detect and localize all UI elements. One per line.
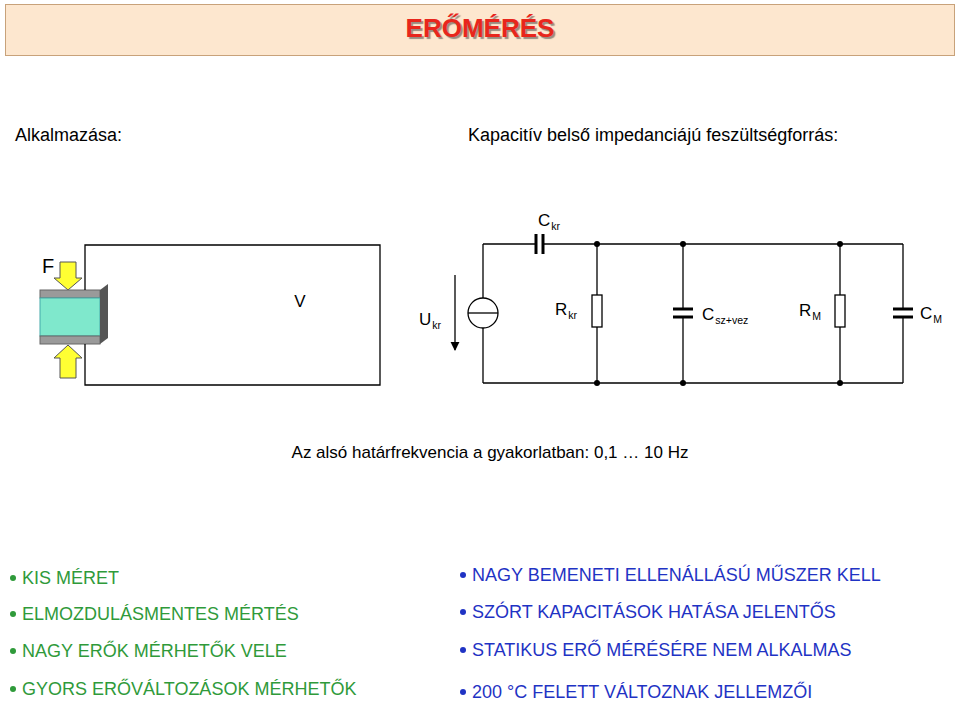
equivalent-circuit — [455, 234, 913, 386]
bullet-dot — [460, 647, 466, 653]
slide-title: ERŐMÉRÉS — [406, 14, 555, 44]
resistor-label: RM — [799, 301, 821, 322]
bullet-dot — [460, 689, 466, 695]
bullet-dot — [10, 648, 16, 654]
bullet-dot — [460, 609, 466, 615]
heading-label: Kapacitív belső impedanciájú feszültségf… — [468, 125, 838, 146]
note: Az alsó határfrekvencia a gyakorlatban: … — [292, 443, 689, 463]
heading-label: Alkalmazása: — [15, 125, 122, 146]
advantage-item: GYORS ERŐVÁLTOZÁSOK MÉRHETŐK — [22, 679, 356, 700]
bullet-dot — [10, 686, 16, 692]
drawback-item: STATIKUS ERŐ MÉRÉSÉRE NEM ALKALMAS — [472, 640, 851, 661]
drawback-item: NAGY BEMENETI ELLENÁLLÁSÚ MŰSZER KELL — [472, 565, 881, 586]
force-sensor — [40, 262, 108, 378]
capacitor-label: CM — [920, 304, 942, 325]
drawback-item: 200 °C FELETT VÁLTOZNAK JELLEMZŐI — [472, 682, 812, 703]
capacitor-label: Ckr — [538, 211, 560, 232]
capacitor-label: Csz+vez — [702, 305, 748, 326]
drawback-item: SZÓRT KAPACITÁSOK HATÁSA JELENTŐS — [472, 602, 836, 623]
advantage-item: KIS MÉRET — [22, 568, 119, 589]
bullet-dot — [10, 611, 16, 617]
bullet-dot — [460, 572, 466, 578]
measuring-loop-wire — [85, 245, 380, 385]
advantage-item: NAGY ERŐK MÉRHETŐK VELE — [22, 641, 287, 662]
advantage-item: ELMOZDULÁSMENTES MÉRTÉS — [22, 604, 299, 625]
resistor-label: Rkr — [555, 300, 577, 321]
force-label: F — [42, 255, 54, 278]
voltmeter-label: V — [294, 292, 305, 312]
source-label: Ukr — [419, 310, 441, 331]
bullet-dot — [10, 575, 16, 581]
